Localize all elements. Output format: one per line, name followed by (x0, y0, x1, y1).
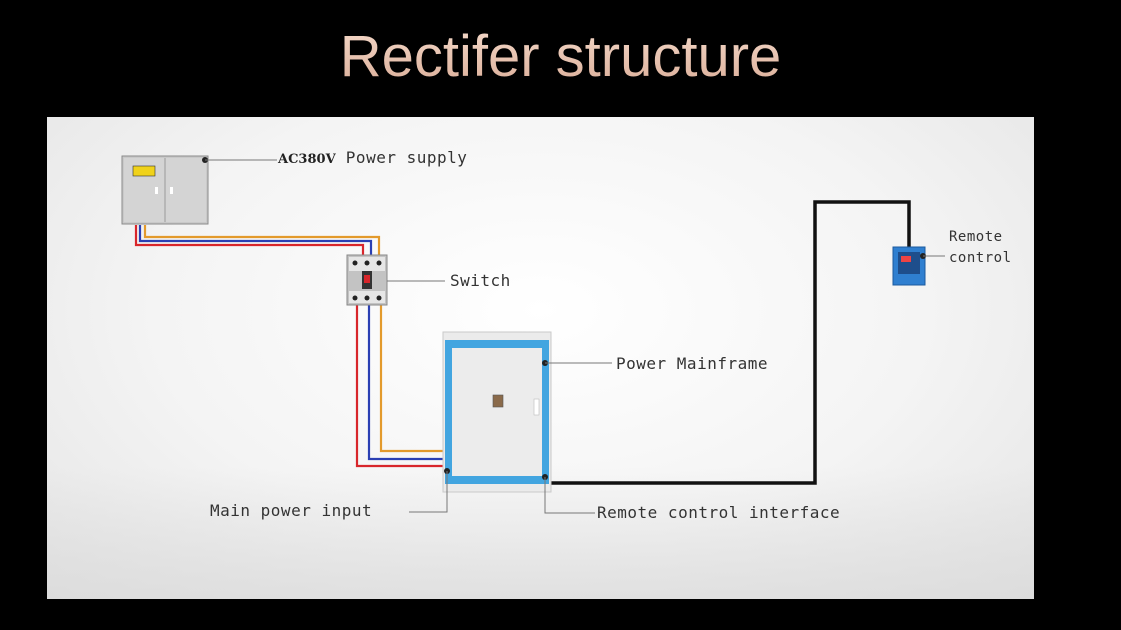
power-mainframe-label: Power Mainframe (616, 354, 768, 373)
leader-main-power-input (409, 471, 448, 513)
wire-red-bottom (355, 303, 445, 468)
power-supply-label: AC380V Power supply (278, 148, 467, 167)
wire-red-top (134, 225, 365, 257)
wire-orange-top (143, 225, 381, 257)
switch-label: Switch (450, 271, 511, 290)
remote-control-interface-label: Remote control interface (597, 503, 841, 522)
remote-control-label: Remote control (949, 229, 1012, 266)
ac380v-label: AC380V (278, 152, 336, 167)
wire-orange-bottom (379, 303, 445, 453)
power-supply-text: Power supply (345, 148, 468, 167)
leader-lines (205, 159, 945, 514)
remote-cable (547, 200, 911, 485)
distribution-box (121, 155, 209, 225)
circuit-breaker (346, 254, 388, 306)
main-power-input-label: Main power input (210, 501, 373, 520)
diagram-panel: AC380V Power supply Switch Power Mainfra… (47, 117, 1034, 599)
wire-blue-bottom (367, 303, 445, 461)
leader-remote-interface (544, 477, 595, 514)
slide-title: Rectifer structure (0, 22, 1121, 92)
rectifier-diagram (121, 155, 945, 514)
supply-wires (134, 225, 445, 468)
wire-blue-top (138, 225, 373, 257)
remote-control-device (892, 246, 926, 286)
power-mainframe-cabinet (442, 331, 552, 493)
